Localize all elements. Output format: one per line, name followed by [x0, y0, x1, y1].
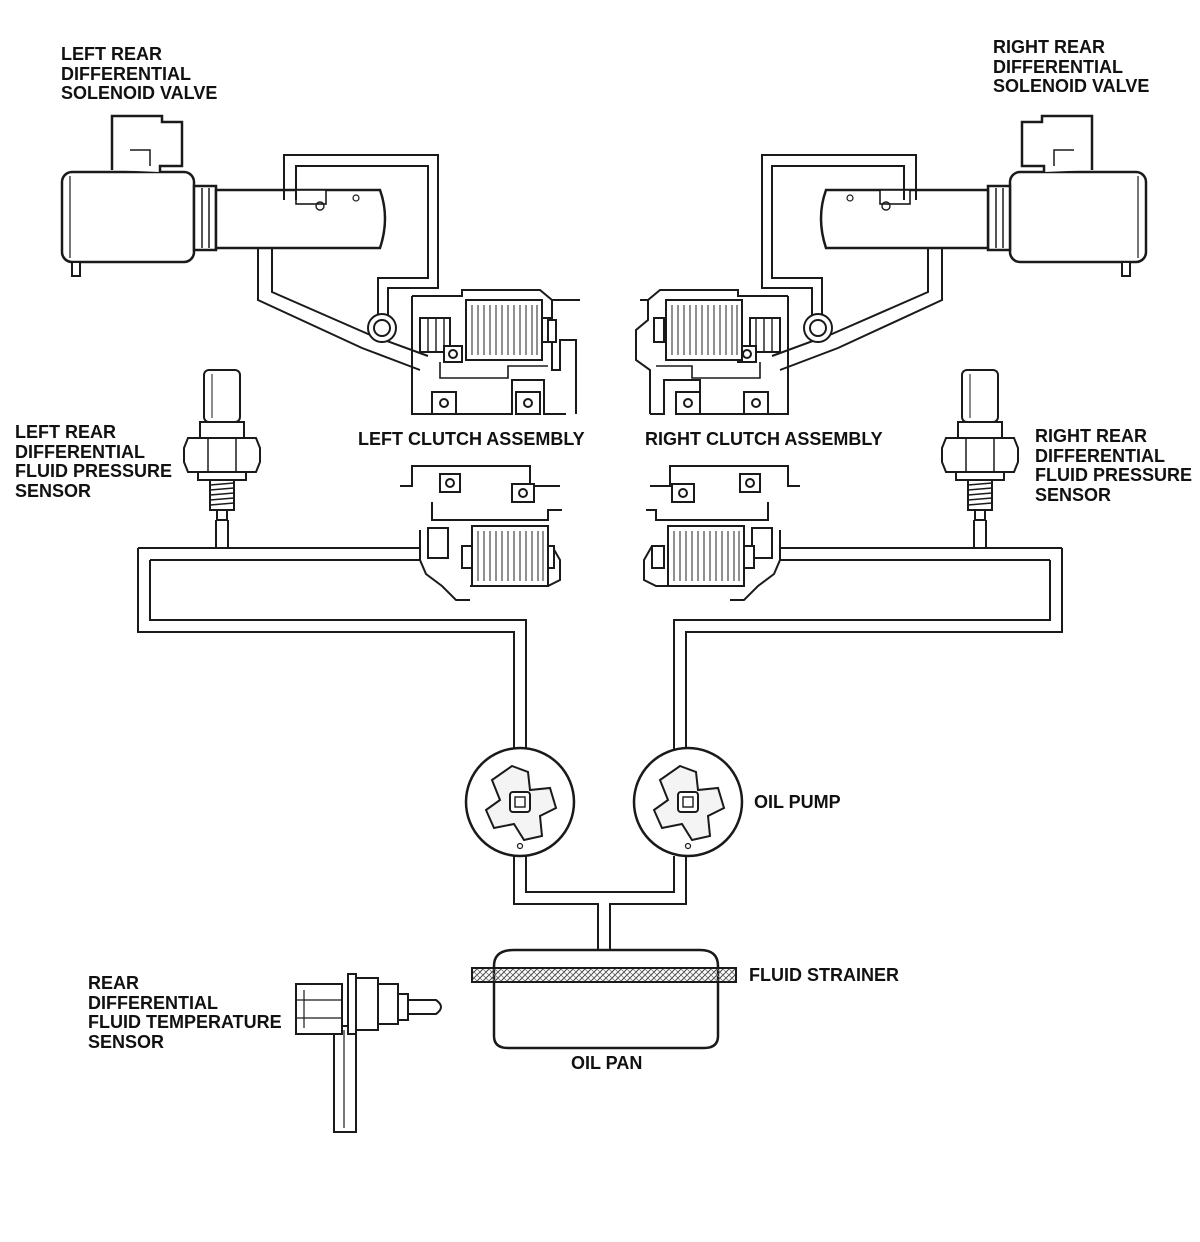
right-clutch-upper	[635, 289, 789, 415]
oil-pan	[492, 948, 720, 1050]
label-line: FLUID PRESSURE	[1035, 465, 1193, 485]
label-line: FLUID TEMPERATURE	[88, 1012, 282, 1032]
oil-pan-label: OIL PAN	[571, 1053, 643, 1073]
label-line: SOLENOID VALVE	[61, 83, 218, 103]
sensor-taps	[215, 520, 987, 548]
left-pressure-sensor-label: LEFT REAR DIFFERENTIAL FLUID PRESSURE SE…	[15, 422, 173, 501]
right-clutch-lower-plates	[667, 525, 745, 587]
right-fluid-pressure-sensor	[941, 369, 1019, 521]
label-line: DIFFERENTIAL	[1035, 445, 1165, 466]
right-oil-pump	[632, 746, 744, 858]
left-clutch-lower	[400, 465, 562, 601]
label-line: SOLENOID VALVE	[993, 76, 1150, 96]
fluid-strainer-label: FLUID STRAINER	[749, 965, 899, 985]
fluid-temperature-sensor	[295, 973, 442, 1133]
label-line: SENSOR	[1035, 484, 1112, 505]
left-solenoid-valve	[60, 114, 387, 277]
hydraulic-lines	[137, 154, 1063, 950]
label-line: RIGHT REAR	[993, 37, 1105, 57]
label-line: DIFFERENTIAL	[15, 441, 145, 462]
label-line: LEFT REAR	[15, 422, 116, 442]
left-clutch-upper-plates	[465, 299, 543, 361]
right-solenoid-valve	[819, 114, 1148, 277]
label-line: SENSOR	[15, 480, 92, 501]
label-line: DIFFERENTIAL	[61, 63, 191, 84]
left-clutch-label: LEFT CLUTCH ASSEMBLY	[358, 429, 585, 449]
left-clutch-upper	[411, 289, 580, 415]
fluid-strainer	[471, 967, 737, 983]
right-solenoid-label: RIGHT REAR DIFFERENTIAL SOLENOID VALVE	[993, 37, 1150, 97]
oil-pump-label: OIL PUMP	[754, 792, 841, 812]
label-line: DIFFERENTIAL	[88, 992, 218, 1013]
right-clutch-label: RIGHT CLUTCH ASSEMBLY	[645, 429, 883, 449]
label-line: SENSOR	[88, 1031, 165, 1052]
label-line: REAR	[88, 973, 140, 993]
temperature-sensor-label: REAR DIFFERENTIAL FLUID TEMPERATURE SENS…	[88, 973, 282, 1052]
left-fluid-pressure-sensor	[183, 369, 261, 521]
label-line: LEFT REAR	[61, 44, 162, 64]
label-line: DIFFERENTIAL	[993, 56, 1123, 77]
left-oil-pump	[464, 746, 576, 858]
label-line: FLUID PRESSURE	[15, 461, 173, 481]
left-solenoid-label: LEFT REAR DIFFERENTIAL SOLENOID VALVE	[61, 44, 218, 104]
right-pressure-sensor-label: RIGHT REAR DIFFERENTIAL FLUID PRESSURE S…	[1035, 426, 1193, 505]
left-clutch-lower-plates	[471, 525, 549, 587]
label-line: RIGHT REAR	[1035, 426, 1147, 446]
right-clutch-upper-plates	[665, 299, 743, 361]
